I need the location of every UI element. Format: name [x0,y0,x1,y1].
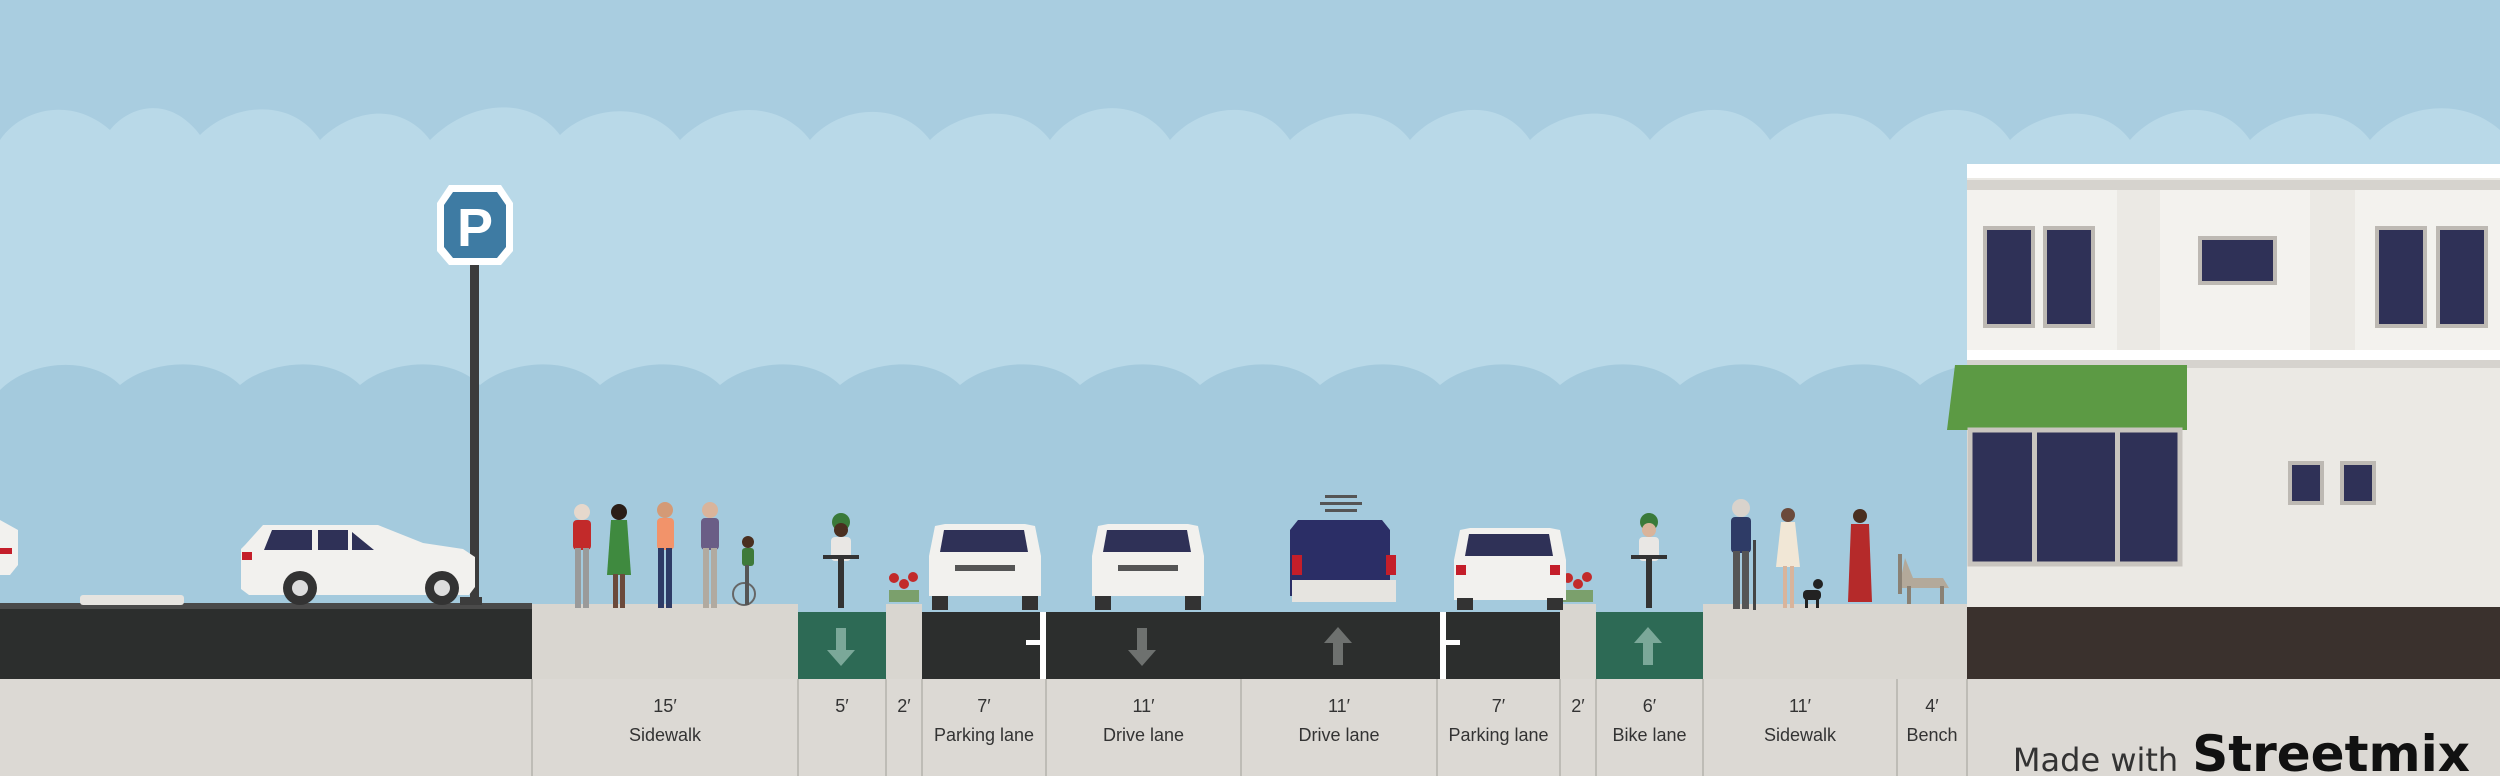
bike-arrow-down-icon [827,628,855,666]
parking-right-ground [1440,612,1560,679]
suv-left [241,525,475,605]
lane-divider-right [1440,612,1446,679]
bus-arrow-up-icon [1324,627,1352,665]
segment-width: 5′ [835,696,849,716]
segment-label-bench[interactable]: 4′ Bench [1897,696,1967,746]
segment-width: 7′ [977,696,991,716]
segment-width: 2′ [897,696,911,716]
segment-label-bike-lane-right[interactable]: 6′ Bike lane [1596,696,1703,746]
made-with-streetmix-credit: Made with Streetmix [2012,725,2470,776]
cyclist-left-icon [823,513,859,608]
planter-icon [889,572,1593,602]
pedestrians-right-icon [1731,499,1872,610]
bike-arrow-up-icon [1634,627,1662,665]
segment-width: 2′ [1571,696,1585,716]
segment-label-sidewalk-left[interactable]: 15′ Sidewalk [532,696,798,746]
left-curb [0,603,532,609]
credit-prefix: Made with [2012,741,2179,776]
dog-icon [1803,579,1823,608]
buffer-left-ground [886,604,922,679]
offscreen-car [0,520,18,575]
segment-width: 11′ [1788,696,1812,716]
car-arrow-down-icon [1128,628,1156,666]
clouds-back [0,107,2500,400]
segment-width: 15′ [653,696,677,716]
lane-divider-left [1040,612,1046,679]
segment-label-parking-right[interactable]: 7′ Parking lane [1437,696,1560,746]
segment-name: Parking lane [1448,725,1549,745]
parked-car-left [929,524,1041,610]
segment-width: 11′ [1327,696,1351,716]
segment-name: Sidewalk [1763,725,1837,745]
segment-label-drive-lane-2[interactable]: 11′ Drive lane [1241,696,1437,746]
left-road [0,607,532,679]
segment-dividers [531,679,1968,776]
sidewalk-left-ground [532,604,798,679]
segment-label-buffer-left[interactable]: 2′ [886,696,922,725]
segment-name: Parking lane [933,725,1035,745]
left-median [80,595,184,605]
parked-car-right [1454,528,1566,610]
parking-sign: P [437,185,513,605]
segment-name: Drive lane [1102,725,1185,745]
segment-width: 11′ [1132,696,1155,716]
segment-name: Bike lane [1612,725,1687,745]
cyclist-right-icon [1631,513,1667,608]
footer-strip [0,679,2500,776]
pedestrians-icon [573,502,756,608]
drive-bus [1290,495,1396,602]
segment-width: 4′ [1925,696,1939,716]
building-base-ground [1967,604,2500,679]
segment-label-parking-left[interactable]: 7′ Parking lane [922,696,1046,746]
drive-lanes-ground [1046,612,1440,679]
sidewalk-right-ground [1703,604,1967,679]
segment-width: 6′ [1642,696,1657,716]
segment-name: Sidewalk [628,725,702,745]
building [1947,164,2500,607]
segment-label-buffer-right[interactable]: 2′ [1560,696,1596,725]
parking-left-ground [922,612,1046,679]
segment-name: Bench [1906,725,1958,745]
segment-label-sidewalk-right[interactable]: 11′ Sidewalk [1703,696,1897,746]
parking-sign-letter: P [457,198,493,258]
segment-label-bike-lane-left[interactable]: 5′ [798,696,886,725]
buffer-right-ground [1560,604,1596,679]
segment-width: 7′ [1491,696,1506,716]
streetmix-logo-text: Streetmix [2192,725,2470,776]
segment-label-drive-lane-1[interactable]: 11′ Drive lane [1046,696,1241,746]
segment-name: Drive lane [1298,725,1380,745]
drive-car [1092,524,1204,610]
bench-icon [1898,554,1949,604]
